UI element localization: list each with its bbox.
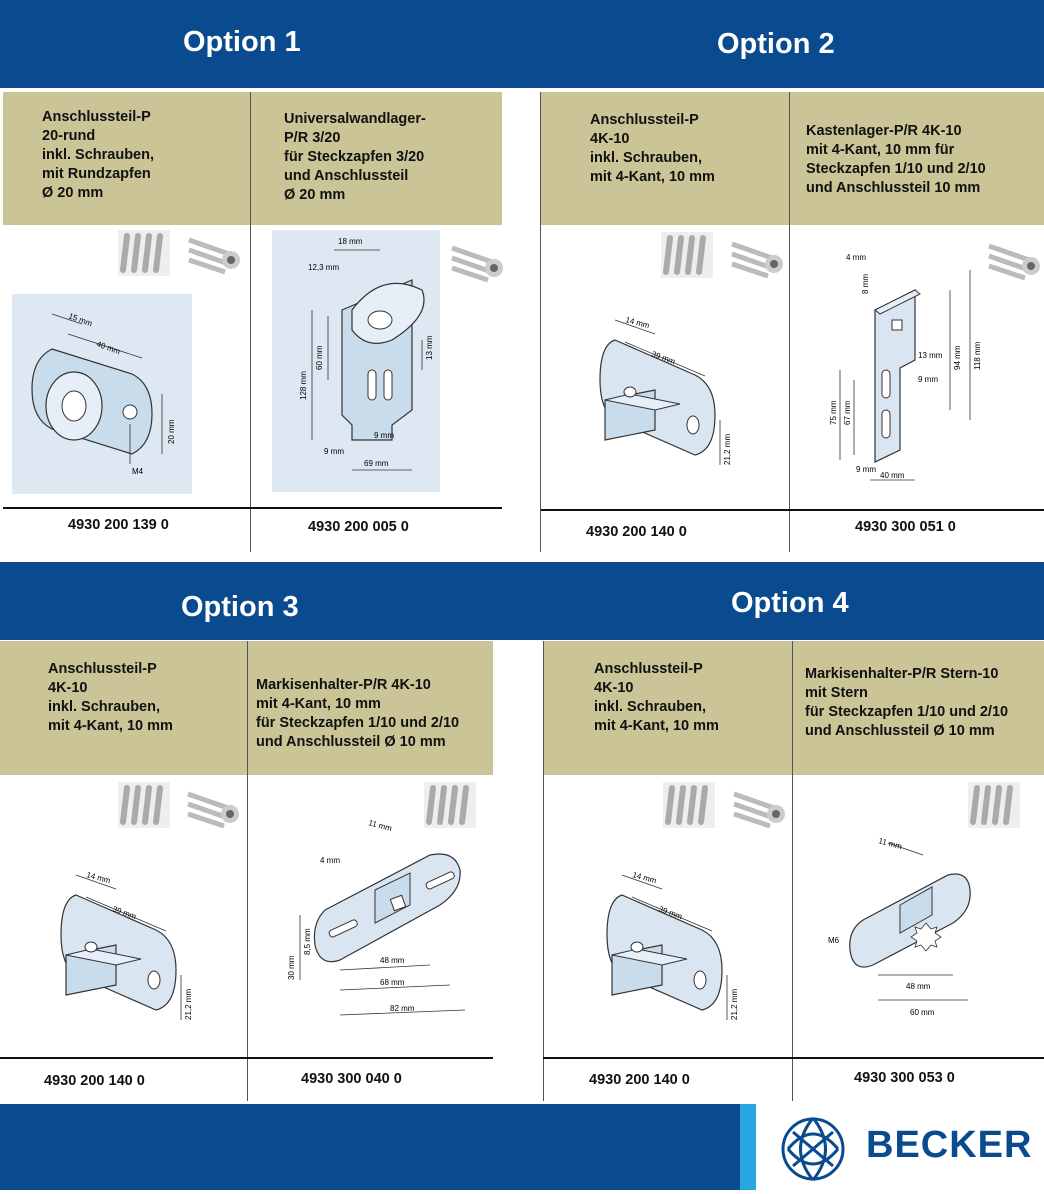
option-3-banner: [0, 562, 1044, 640]
option-1-description-box: [3, 92, 502, 225]
footer-bar: [0, 1104, 740, 1190]
dim-label: M6: [828, 936, 840, 945]
becker-logo-icon: [778, 1114, 848, 1184]
dim-label: 40 mm: [880, 471, 905, 480]
column-divider: [247, 641, 248, 1101]
item-1a-drawing: 15 mm 40 mm 20 mm M4: [12, 294, 192, 494]
column-divider: [789, 92, 790, 552]
item-2a-description: Anschlussteil-P 4K-10 inkl. Schrauben, m…: [590, 112, 715, 185]
dim-label: 11 mm: [877, 836, 903, 851]
item-3b-drawing: 11 mm 4 mm 8,5 mm 30 mm 48 mm 68 mm 82 m…: [280, 815, 480, 1040]
item-1b-description: Universalwandlager- P/R 3/20 für Steckza…: [284, 111, 426, 203]
tube-round-icon: [728, 236, 784, 280]
dim-label: 11 mm: [367, 818, 393, 833]
item-2a-drawing: 14 mm 39 mm 21,2 mm: [585, 300, 745, 480]
dim-label: 94 mm: [953, 345, 962, 370]
dim-label: 67 mm: [843, 400, 852, 425]
item-1a-description: Anschlussteil-P 20-rund inkl. Schrauben,…: [42, 109, 154, 201]
tube-round-icon: [448, 240, 504, 284]
column-divider: [250, 92, 251, 552]
item-4a-drawing: 14 mm 39 mm 21,2 mm: [592, 855, 752, 1035]
dim-label: 13 mm: [918, 351, 943, 360]
dim-label: 21,2 mm: [730, 989, 739, 1020]
tube-grooved-icon: [118, 782, 170, 828]
dim-label: 68 mm: [380, 978, 405, 987]
tube-round-icon: [185, 232, 241, 276]
dim-label: 20 mm: [167, 419, 176, 444]
option-1-title: Option 1: [183, 26, 301, 58]
dim-label: 9 mm: [918, 375, 938, 384]
dim-label: 9 mm: [856, 465, 876, 474]
option-2-description-box: [541, 92, 1044, 225]
item-3a-part-number: 4930 200 140 0: [44, 1073, 145, 1089]
option-4-title: Option 4: [731, 587, 849, 619]
part-number-rule: [3, 507, 502, 509]
dim-label: 12,3 mm: [308, 263, 339, 272]
column-divider: [540, 92, 541, 552]
dim-label: 18 mm: [338, 237, 363, 246]
tube-grooved-icon: [118, 230, 170, 276]
item-2b-description: Kastenlager-P/R 4K-10 mit 4-Kant, 10 mm …: [806, 123, 986, 196]
tube-grooved-icon: [663, 782, 715, 828]
part-number-rule: [543, 1057, 1044, 1059]
option-4-description-box: [543, 641, 1044, 775]
dim-label: 13 mm: [425, 335, 434, 360]
dim-label: M4: [132, 467, 144, 476]
item-4b-part-number: 4930 300 053 0: [854, 1070, 955, 1086]
option-3-description-box: [0, 641, 493, 775]
dim-label: 48 mm: [906, 982, 931, 991]
item-1b-drawing: 18 mm 12,3 mm 60 mm 128 mm 13 mm 9 mm 9 …: [272, 230, 440, 492]
item-4a-description: Anschlussteil-P 4K-10 inkl. Schrauben, m…: [594, 661, 719, 734]
item-2b-drawing: 4 mm 8 mm 13 mm 9 mm 75 mm 67 mm 94 mm 1…: [820, 250, 985, 490]
dim-label: 60 mm: [315, 345, 324, 370]
item-4a-part-number: 4930 200 140 0: [589, 1072, 690, 1088]
tube-grooved-icon: [968, 782, 1020, 828]
dim-label: 8,5 mm: [303, 928, 312, 955]
dim-label: 82 mm: [390, 1004, 415, 1013]
dim-label: 128 mm: [299, 371, 308, 400]
dim-label: 48 mm: [380, 956, 405, 965]
dim-label: 30 mm: [287, 955, 296, 980]
item-2a-part-number: 4930 200 140 0: [586, 524, 687, 540]
dim-label: 21,2 mm: [184, 989, 193, 1020]
item-3a-drawing: 14 mm 39 mm 21,2 mm: [46, 855, 206, 1035]
dim-label: 60 mm: [910, 1008, 935, 1017]
dim-label: 8 mm: [861, 274, 870, 294]
item-3b-description: Markisenhalter-P/R 4K-10 mit 4-Kant, 10 …: [256, 677, 460, 750]
tube-grooved-icon: [424, 782, 476, 828]
item-4b-drawing: 11 mm M6 48 mm 60 mm: [828, 835, 998, 1025]
dim-label: 69 mm: [364, 459, 389, 468]
item-1b-part-number: 4930 200 005 0: [308, 519, 409, 535]
item-4b-description: Markisenhalter-P/R Stern-10 mit Stern fü…: [805, 666, 1009, 739]
dim-label: 9 mm: [324, 447, 344, 456]
dim-label: 4 mm: [320, 856, 340, 865]
dim-label: 4 mm: [846, 253, 866, 262]
part-number-rule: [0, 1057, 493, 1059]
dim-label: 21,2 mm: [723, 434, 732, 465]
tube-round-icon: [730, 786, 786, 830]
footer-accent-stripe: [740, 1104, 756, 1190]
item-3b-part-number: 4930 300 040 0: [301, 1071, 402, 1087]
dim-label: 118 mm: [973, 341, 982, 370]
dim-label: 9 mm: [374, 431, 394, 440]
option-1-banner: [0, 0, 1044, 88]
part-number-rule: [541, 509, 1044, 511]
brand-name: BECKER: [866, 1124, 1033, 1166]
item-2b-part-number: 4930 300 051 0: [855, 519, 956, 535]
item-1a-part-number: 4930 200 139 0: [68, 517, 169, 533]
column-divider: [792, 641, 793, 1101]
tube-grooved-icon: [661, 232, 713, 278]
option-2-title: Option 2: [717, 28, 835, 60]
item-3a-description: Anschlussteil-P 4K-10 inkl. Schrauben, m…: [48, 661, 173, 734]
tube-round-icon: [985, 238, 1041, 282]
dim-label: 75 mm: [829, 400, 838, 425]
column-divider: [543, 641, 544, 1101]
option-3-title: Option 3: [181, 591, 299, 623]
tube-round-icon: [184, 786, 240, 830]
